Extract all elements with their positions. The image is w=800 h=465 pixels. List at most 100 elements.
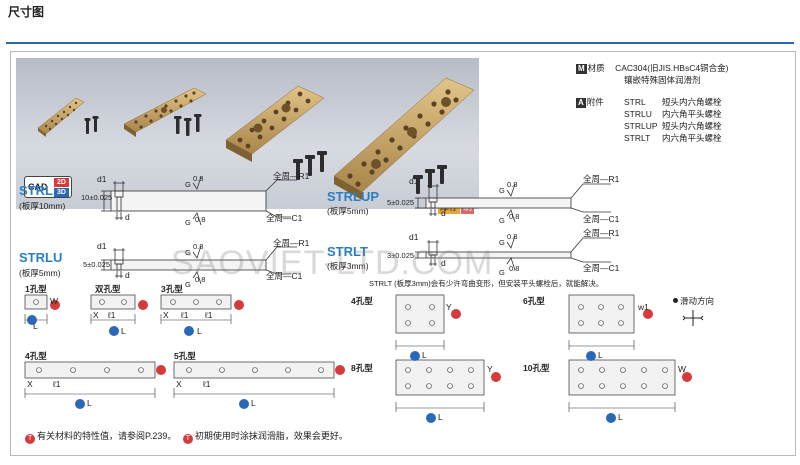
- strlt-ra-top: 0.8: [507, 232, 518, 241]
- strlt-d1: d1: [409, 232, 419, 242]
- strlu-d: d: [125, 270, 130, 280]
- strlu-profile: [101, 245, 297, 285]
- dimension-lines: [24, 314, 676, 412]
- dim-L-3: L: [197, 326, 202, 336]
- footer-text-1: 有关材料的特性值，请参阅P.239。: [37, 431, 177, 441]
- dim-X-2: X: [93, 310, 99, 320]
- cad-2d-label[interactable]: 2D: [54, 178, 69, 187]
- dim-L-6: L: [598, 350, 603, 360]
- material-label: 材质: [587, 63, 605, 73]
- accessory-label: 附件: [586, 97, 604, 107]
- holes-4w: [36, 367, 144, 373]
- hole-type-6: 6孔型: [523, 296, 545, 306]
- holes-3: [170, 299, 222, 305]
- strl-thickness: (板厚10mm): [19, 201, 66, 211]
- strlu-model: STRLU: [19, 250, 63, 265]
- dim-W-1: W: [50, 296, 59, 306]
- plate-2-hole: [90, 294, 136, 310]
- accessory-code-0: STRL: [624, 97, 646, 107]
- material-line1: CAC304(旧JIS.HBsC4铜合金): [615, 63, 729, 73]
- slide-direction-label: 滑动方向: [673, 295, 714, 307]
- note-mark-icon: T: [25, 434, 35, 444]
- bullet-icon: [673, 298, 678, 303]
- holes-1: [33, 299, 39, 305]
- strlu-ra-bot: 0.8: [195, 275, 206, 284]
- holes-5: [186, 367, 324, 373]
- cad-3d-label[interactable]: 3D: [54, 188, 69, 197]
- bolts-1: [84, 116, 99, 134]
- strl-d1: d1: [97, 174, 107, 184]
- strl-model: STRL: [19, 183, 53, 198]
- strlt-tol: 3±0.025: [387, 251, 415, 260]
- bolts-3: [293, 151, 327, 180]
- hole-type-3: 3孔型: [161, 284, 183, 294]
- strl-profile: [101, 176, 297, 226]
- dim-Y-4s: Y: [446, 302, 452, 312]
- bolts-4: [413, 165, 447, 194]
- plate-8-hole: [395, 359, 485, 396]
- dim-l1-5: ℓ1: [203, 379, 211, 389]
- dim-W-10: W: [678, 364, 687, 374]
- cad-badge[interactable]: CAD 2D 3D: [24, 176, 72, 198]
- plate-small-1: [37, 97, 85, 137]
- strl-d: d: [125, 212, 130, 222]
- strlt-ra-bot: 0.8: [509, 264, 520, 273]
- plate-4-hole-wide: [24, 361, 156, 379]
- dimension-frame: CAD 2D 3D 库存 制 M材质 CAC304(旧JIS.HBsC4铜合金)…: [10, 51, 796, 456]
- material-mark: M: [576, 64, 587, 74]
- accessory-code-1: STRLU: [624, 109, 652, 119]
- strlu-d1: d1: [97, 241, 107, 251]
- strlu-c: 全周—C1: [266, 271, 303, 281]
- strlup-d: d: [441, 208, 446, 218]
- plate-large: [333, 77, 475, 200]
- dim-w1-6: w1: [638, 302, 649, 312]
- strl-tol: 10±0.025: [81, 193, 113, 202]
- strlt-profile: [415, 235, 611, 271]
- dim-L-10: L: [618, 412, 623, 422]
- hole-type-4-wide: 4孔型: [25, 351, 47, 361]
- plate-6-hole: [568, 294, 635, 334]
- accessory-desc-0: 短头内六角螺栓: [662, 97, 722, 107]
- hole-type-1: 1孔型: [25, 284, 47, 294]
- hole-type-4-square: 4孔型: [351, 296, 373, 306]
- dim-X-4w: X: [27, 379, 33, 389]
- strlu-g-top: G: [185, 248, 191, 257]
- footer-text-2: 初期使用时涂抹润滑脂，效果会更好。: [194, 431, 348, 441]
- strlt-g-bot: G: [499, 268, 505, 277]
- hole-type-5: 5孔型: [174, 351, 196, 361]
- holes-8: [405, 367, 474, 389]
- strlup-c: 全周—C1: [583, 214, 620, 224]
- dim-L-4s: L: [422, 350, 427, 360]
- slide-direction-text: 滑动方向: [680, 296, 715, 306]
- dim-X-3: X: [163, 310, 169, 320]
- note-mark-icon-2: T: [182, 434, 193, 444]
- slide-direction-arrows: [682, 310, 704, 326]
- plate-10-hole: [568, 359, 676, 396]
- accessory-code-2: STRLUP: [624, 121, 658, 131]
- plate-medium: [225, 85, 325, 162]
- dim-L-1: L: [33, 321, 38, 331]
- dim-X-5: X: [176, 379, 182, 389]
- product-photo-art: [37, 77, 475, 200]
- bolts-2: [174, 114, 202, 136]
- strl-ra-top: 0.8: [193, 174, 204, 183]
- holes-6: [578, 304, 624, 326]
- strl-r: 全周—R1: [273, 171, 310, 181]
- circle-markers: [27, 300, 692, 423]
- page-title: 尺寸图: [8, 5, 45, 19]
- dim-l1-3a: ℓ1: [181, 310, 189, 320]
- strlu-tol: 5±0.025: [83, 260, 111, 269]
- plate-3-hole: [160, 294, 232, 310]
- strlt-note: STRLT (板厚3mm)会有少许弯曲变形，但安装平头螺栓后，就能解决。: [369, 279, 604, 288]
- strlup-model: STRLUP: [327, 189, 379, 204]
- title-rule: [6, 42, 794, 44]
- strlup-tol: 5±0.025: [387, 198, 415, 207]
- product-photo: CAD 2D 3D 库存 制: [16, 58, 479, 214]
- strlu-g-bot: G: [185, 280, 191, 289]
- strlup-profile: [415, 183, 611, 223]
- dim-L-8: L: [438, 412, 443, 422]
- strlu-ra-top: 0.8: [193, 242, 204, 251]
- strlup-r: 全周—R1: [583, 174, 620, 184]
